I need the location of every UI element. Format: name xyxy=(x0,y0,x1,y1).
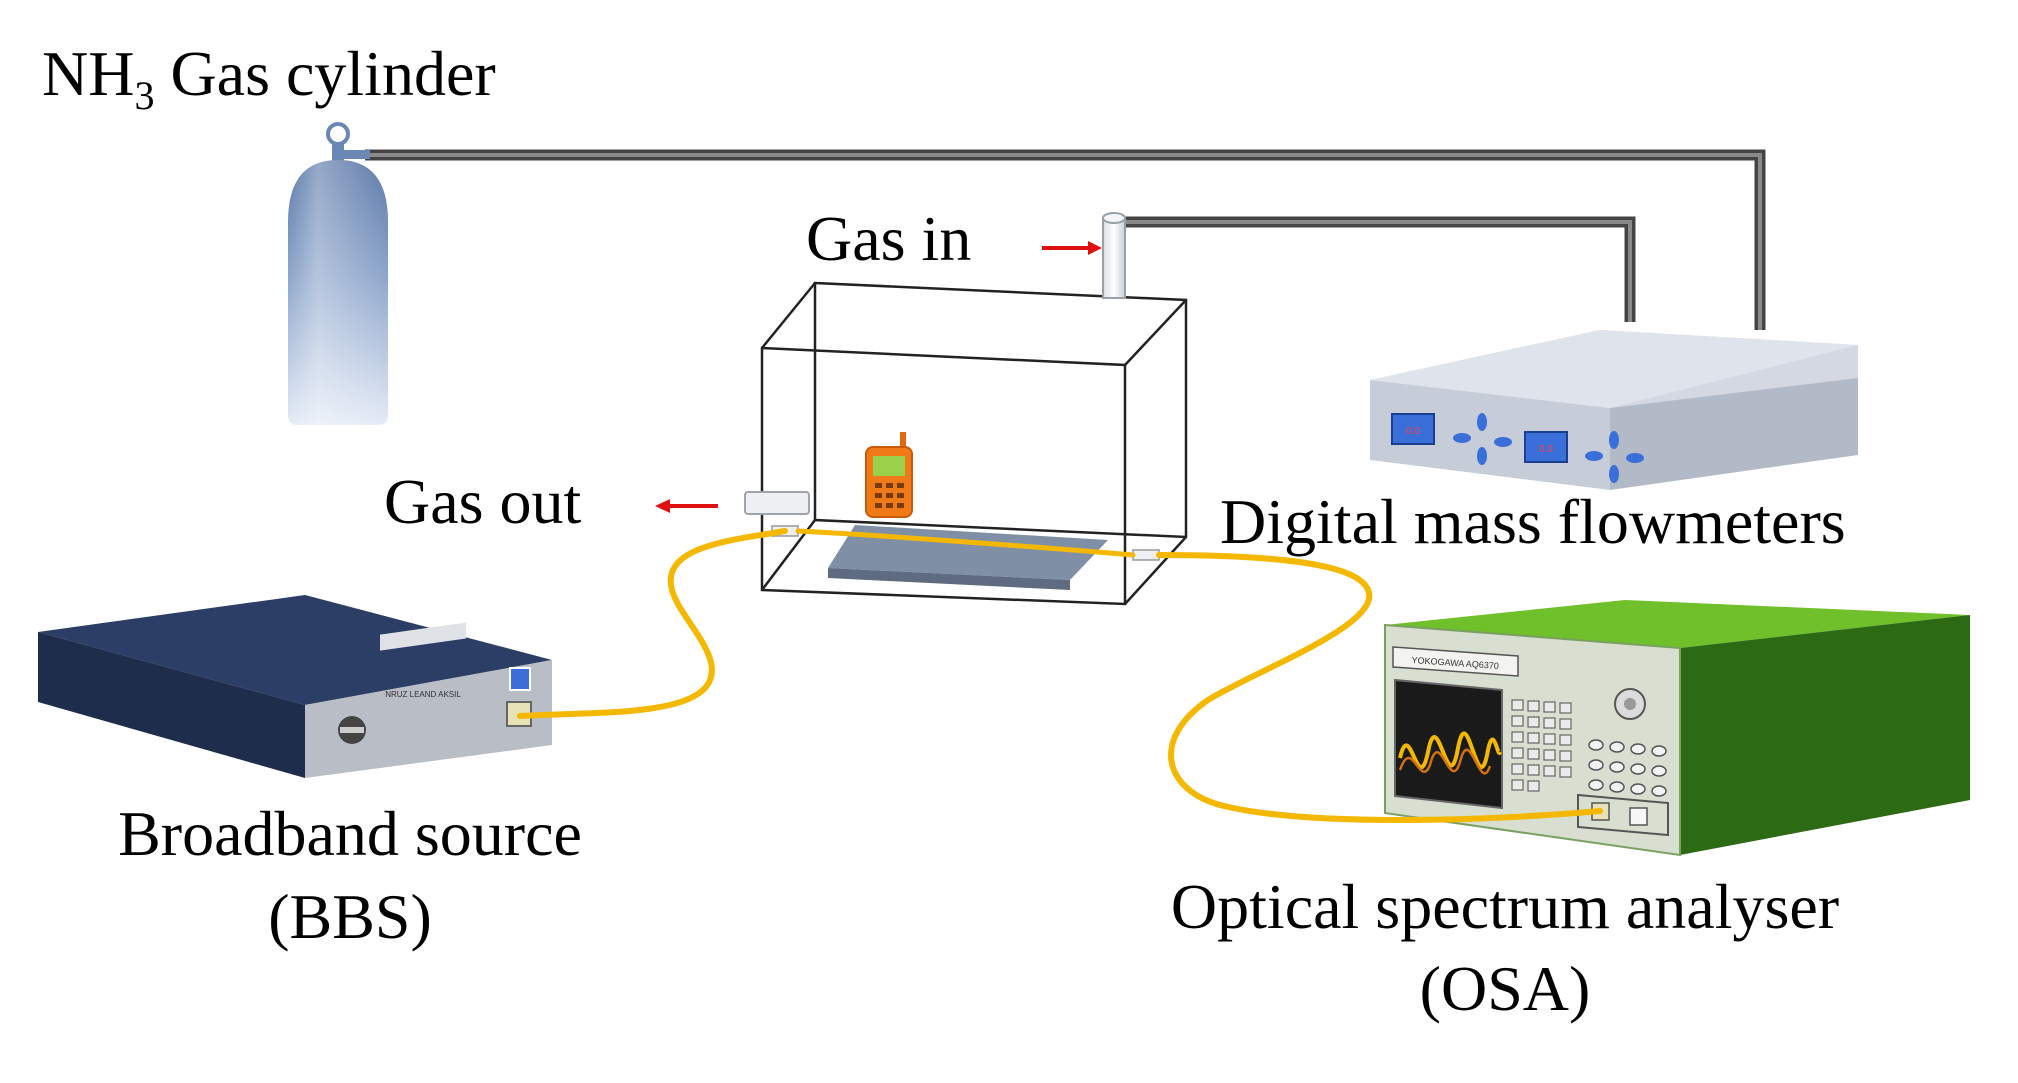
osa-side-buttons xyxy=(1588,739,1667,797)
osa-screen xyxy=(1394,678,1503,810)
flowmeter-display-1-value: 0.0 xyxy=(1406,426,1420,437)
flowmeter-display-2 xyxy=(1524,431,1568,463)
optical-spectrum-analyser-device: YOKOGAWA AQ6370 xyxy=(1384,600,1970,857)
label-gas-in: Gas in xyxy=(806,203,972,274)
gas-out-arrow-icon xyxy=(655,499,718,513)
flowmeter-knob-cluster-1 xyxy=(1453,413,1512,465)
label-flowmeters: Digital mass flowmeters xyxy=(1220,486,1846,557)
label-gas-cylinder-text: Gas cylinder xyxy=(170,38,496,109)
label-gas-cylinder: NH3 Gas cylinder xyxy=(42,42,496,116)
bbs-button xyxy=(509,667,531,691)
flowmeter-display-2-value: 0.0 xyxy=(1539,444,1553,455)
label-osa-line1: Optical spectrum analyser xyxy=(1170,871,1840,942)
osa-keypad xyxy=(1511,699,1572,792)
osa-brand-plate xyxy=(1392,646,1519,677)
label-gas-out: Gas out xyxy=(384,466,582,537)
osa-spectrum-trace xyxy=(1398,731,1502,770)
label-bbs-line2: (BBS) xyxy=(268,881,432,952)
fiber-port-right xyxy=(1132,549,1160,561)
osa-input-panel xyxy=(1577,793,1669,837)
flowmeter-display-1 xyxy=(1391,413,1435,445)
label-osa-line2: (OSA) xyxy=(1419,953,1591,1024)
bbs-label-plate xyxy=(380,622,466,651)
optical-fiber-chamber-to-osa xyxy=(1156,552,1603,823)
flowmeter-knob-cluster-2 xyxy=(1585,431,1644,483)
gas-in-arrow-icon xyxy=(1042,241,1102,255)
label-gas-cylinder-formula: NH xyxy=(42,38,135,109)
gas-outlet-port xyxy=(744,491,810,515)
bbs-panel-text: NRUZ LEAND AKSIL xyxy=(385,690,461,699)
mass-flowmeter-device: 0.0 0.0 xyxy=(1370,330,1858,490)
broadband-source-device: NRUZ LEAND AKSIL xyxy=(38,595,552,778)
optical-fiber-bbs-to-chamber xyxy=(517,528,788,719)
gas-inlet-tube xyxy=(1102,212,1126,299)
label-bbs-line1: Broadband source xyxy=(118,798,582,869)
gas-detector-icon xyxy=(865,432,913,518)
gas-cylinder-icon xyxy=(288,122,388,425)
label-gas-cylinder-subscript: 3 xyxy=(134,73,155,118)
gas-line-flowmeter-to-chamber xyxy=(1125,216,1636,322)
gas-line-cylinder-to-flowmeter xyxy=(365,149,1766,330)
optical-fiber-in-chamber xyxy=(795,528,1136,558)
osa-button xyxy=(1629,807,1648,826)
